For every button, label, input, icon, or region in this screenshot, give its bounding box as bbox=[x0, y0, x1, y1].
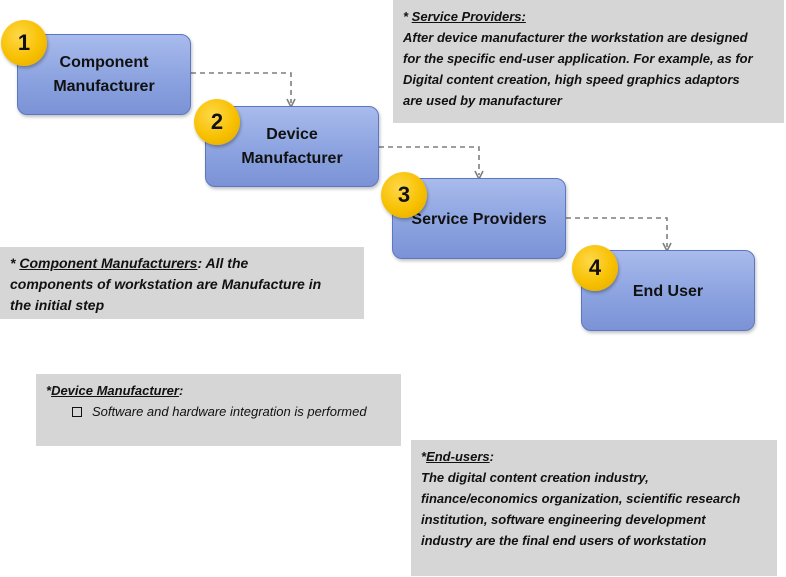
note-line: finance/economics organization, scientif… bbox=[421, 491, 741, 506]
step-label-line2: Manufacturer bbox=[241, 149, 343, 167]
note-heading: Service Providers: bbox=[411, 9, 526, 24]
note-prefix: * bbox=[403, 9, 412, 24]
step-label-line1: Component bbox=[59, 53, 149, 71]
note-heading-suffix: : bbox=[178, 383, 184, 398]
connector-2-to-3 bbox=[379, 146, 479, 175]
note-heading-row: *End-users: bbox=[421, 446, 767, 467]
note-heading-row: * Service Providers: bbox=[403, 6, 774, 27]
note-end-users: *End-users: The digital content creation… bbox=[411, 440, 777, 576]
note-service-providers: * Service Providers: After device manufa… bbox=[393, 0, 784, 123]
note-heading-row: * Component Manufacturers: All the bbox=[10, 253, 354, 274]
note-prefix: * bbox=[10, 255, 20, 271]
note-heading: End-users bbox=[426, 449, 490, 464]
note-line: components of workstation are Manufactur… bbox=[10, 276, 322, 292]
note-line: The digital content creation industry, bbox=[421, 470, 649, 485]
note-heading: Device Manufacturer bbox=[51, 383, 179, 398]
note-line: for the specific end-user application. F… bbox=[403, 51, 753, 66]
note-prefix: * bbox=[46, 383, 52, 398]
note-line: are used by manufacturer bbox=[403, 93, 562, 108]
note-line: After device manufacturer the workstatio… bbox=[403, 30, 748, 45]
connector-1-to-2 bbox=[191, 72, 291, 103]
step-number-badge: 1 bbox=[1, 20, 47, 66]
note-heading-row: *Device Manufacturer: bbox=[46, 380, 391, 401]
note-heading-suffix: : bbox=[489, 449, 494, 464]
note-component-manufacturers: * Component Manufacturers: All the compo… bbox=[0, 247, 364, 319]
step-label-line1: Service Providers bbox=[411, 210, 547, 228]
note-line: institution, software engineering develo… bbox=[421, 512, 706, 527]
step-label-line1: Device bbox=[266, 125, 318, 143]
note-line: the initial step bbox=[10, 297, 105, 313]
note-heading-suffix: : All the bbox=[197, 255, 249, 271]
note-bullet-item: Software and hardware integration is per… bbox=[72, 401, 391, 422]
note-heading: Component Manufacturers bbox=[19, 255, 198, 271]
step-number-badge: 3 bbox=[381, 172, 427, 218]
note-bullet-text: Software and hardware integration is per… bbox=[92, 404, 367, 419]
step-label-line1: End User bbox=[632, 282, 704, 300]
note-device-manufacturer: *Device Manufacturer: Software and hardw… bbox=[36, 374, 401, 446]
note-line: Digital content creation, high speed gra… bbox=[403, 72, 740, 87]
square-bullet-icon bbox=[72, 406, 82, 417]
step-number-badge: 4 bbox=[572, 245, 618, 291]
connector-3-to-4 bbox=[566, 217, 667, 247]
step-label-line2: Manufacturer bbox=[53, 77, 155, 95]
step-number-badge: 2 bbox=[194, 99, 240, 145]
note-prefix: * bbox=[421, 449, 427, 464]
note-line: industry are the final end users of work… bbox=[421, 533, 707, 548]
